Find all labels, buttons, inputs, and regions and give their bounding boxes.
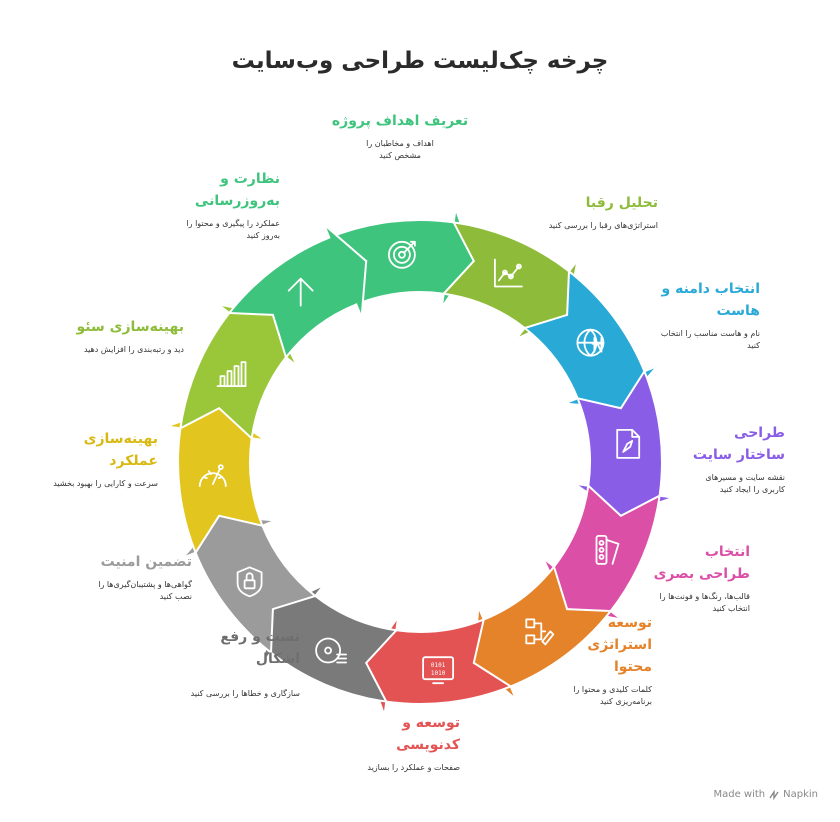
arrow-up-icon xyxy=(287,277,314,307)
step-desc: سرعت و کارایی را بهبود بخشید xyxy=(53,479,158,488)
step-title: توسعه و کدنویسی xyxy=(396,715,460,753)
step-desc: صفحات و عملکرد را بسازید xyxy=(367,763,460,772)
globe-currency-icon xyxy=(576,328,605,357)
napkin-logo-icon xyxy=(769,789,779,800)
step-label-3: انتخاب دامنه و هاست نام و هاست مناسب را … xyxy=(660,278,760,352)
document-pen-icon xyxy=(616,428,641,459)
shield-lock-icon xyxy=(236,566,263,598)
step-desc: سازگاری و خطاها را بررسی کنید xyxy=(190,689,300,698)
step-title: نظارت و به‌روزرسانی xyxy=(194,171,280,209)
step-desc: استراتژی‌های رقبا را بررسی کنید xyxy=(548,221,658,230)
step-title: توسعه استراتژی محتوا xyxy=(587,615,652,675)
disc-checklist-icon xyxy=(315,637,348,664)
page-title: چرخه چک‌لیست طراحی وب‌سایت xyxy=(231,48,609,74)
step-label-2: تحلیل رقبا استراتژی‌های رقبا را بررسی کن… xyxy=(548,192,658,232)
step-label-8: تست و رفع اشکال سازگاری و خطاها را بررسی… xyxy=(190,626,300,700)
svg-text:0101: 0101 xyxy=(431,662,446,669)
step-desc: نقشه سایت و مسیرهای کاربری را ایجاد کنید xyxy=(705,473,785,494)
svg-text:1010: 1010 xyxy=(431,670,446,677)
step-label-6: توسعه استراتژی محتوا کلمات کلیدی و محتوا… xyxy=(566,612,652,708)
line-chart-icon xyxy=(493,258,523,288)
step-desc: گواهی‌ها و پشتیبان‌گیری‌ها را نصب کنید xyxy=(98,580,192,601)
step-desc: اهداف و مخاطبان را مشخص کنید xyxy=(366,139,434,160)
color-swatch-icon xyxy=(595,535,620,565)
step-title: تحلیل رقبا xyxy=(585,195,658,211)
step-label-1: تعریف اهداف پروژه اهداف و مخاطبان را مشخ… xyxy=(330,110,470,162)
step-desc: قالب‌ها، رنگ‌ها و فونت‌ها را انتخاب کنید xyxy=(659,592,750,613)
step-label-9: تضمین امنیت گواهی‌ها و پشتیبان‌گیری‌ها ر… xyxy=(92,551,192,603)
step-title: بهینه‌سازی عملکرد xyxy=(83,431,158,469)
watermark: Made with Napkin xyxy=(713,789,818,800)
gauge-icon xyxy=(198,464,227,488)
step-desc: دید و رتبه‌بندی را افزایش دهید xyxy=(83,345,184,354)
step-label-11: بهینه‌سازی سئو دید و رتبه‌بندی را افزایش… xyxy=(72,316,184,356)
step-title: انتخاب طراحی بصری xyxy=(653,544,750,582)
watermark-brand: Napkin xyxy=(783,789,818,800)
step-title: تعریف اهداف پروژه xyxy=(331,113,469,129)
target-icon xyxy=(387,240,416,269)
step-label-12: نظارت و به‌روزرسانی عملکرد را پیگیری و م… xyxy=(172,168,280,242)
step-title: تست و رفع اشکال xyxy=(220,629,300,667)
step-title: تضمین امنیت xyxy=(100,554,192,570)
watermark-prefix: Made with xyxy=(713,789,766,800)
step-label-7: توسعه و کدنویسی صفحات و عملکرد را بسازید xyxy=(350,712,460,774)
step-title: بهینه‌سازی سئو xyxy=(76,319,184,335)
step-desc: نام و هاست مناسب را انتخاب کنید xyxy=(660,329,760,350)
bar-chart-icon xyxy=(216,361,247,388)
cycle-segment-12 xyxy=(227,223,368,360)
step-desc: کلمات کلیدی و محتوا را برنامه‌ریزی کنید xyxy=(573,685,652,706)
flowchart-pencil-icon xyxy=(525,618,555,646)
step-label-10: بهینه‌سازی عملکرد سرعت و کارایی را بهبود… xyxy=(48,428,158,490)
step-desc: عملکرد را پیگیری و محتوا را به‌روز کنید xyxy=(186,219,280,240)
step-title: انتخاب دامنه و هاست xyxy=(661,281,761,319)
step-label-5: انتخاب طراحی بصری قالب‌ها، رنگ‌ها و فونت… xyxy=(650,541,750,615)
step-title: طراحی ساختار سایت xyxy=(692,425,785,463)
step-label-4: طراحی ساختار سایت نقشه سایت و مسیرهای کا… xyxy=(685,422,785,496)
